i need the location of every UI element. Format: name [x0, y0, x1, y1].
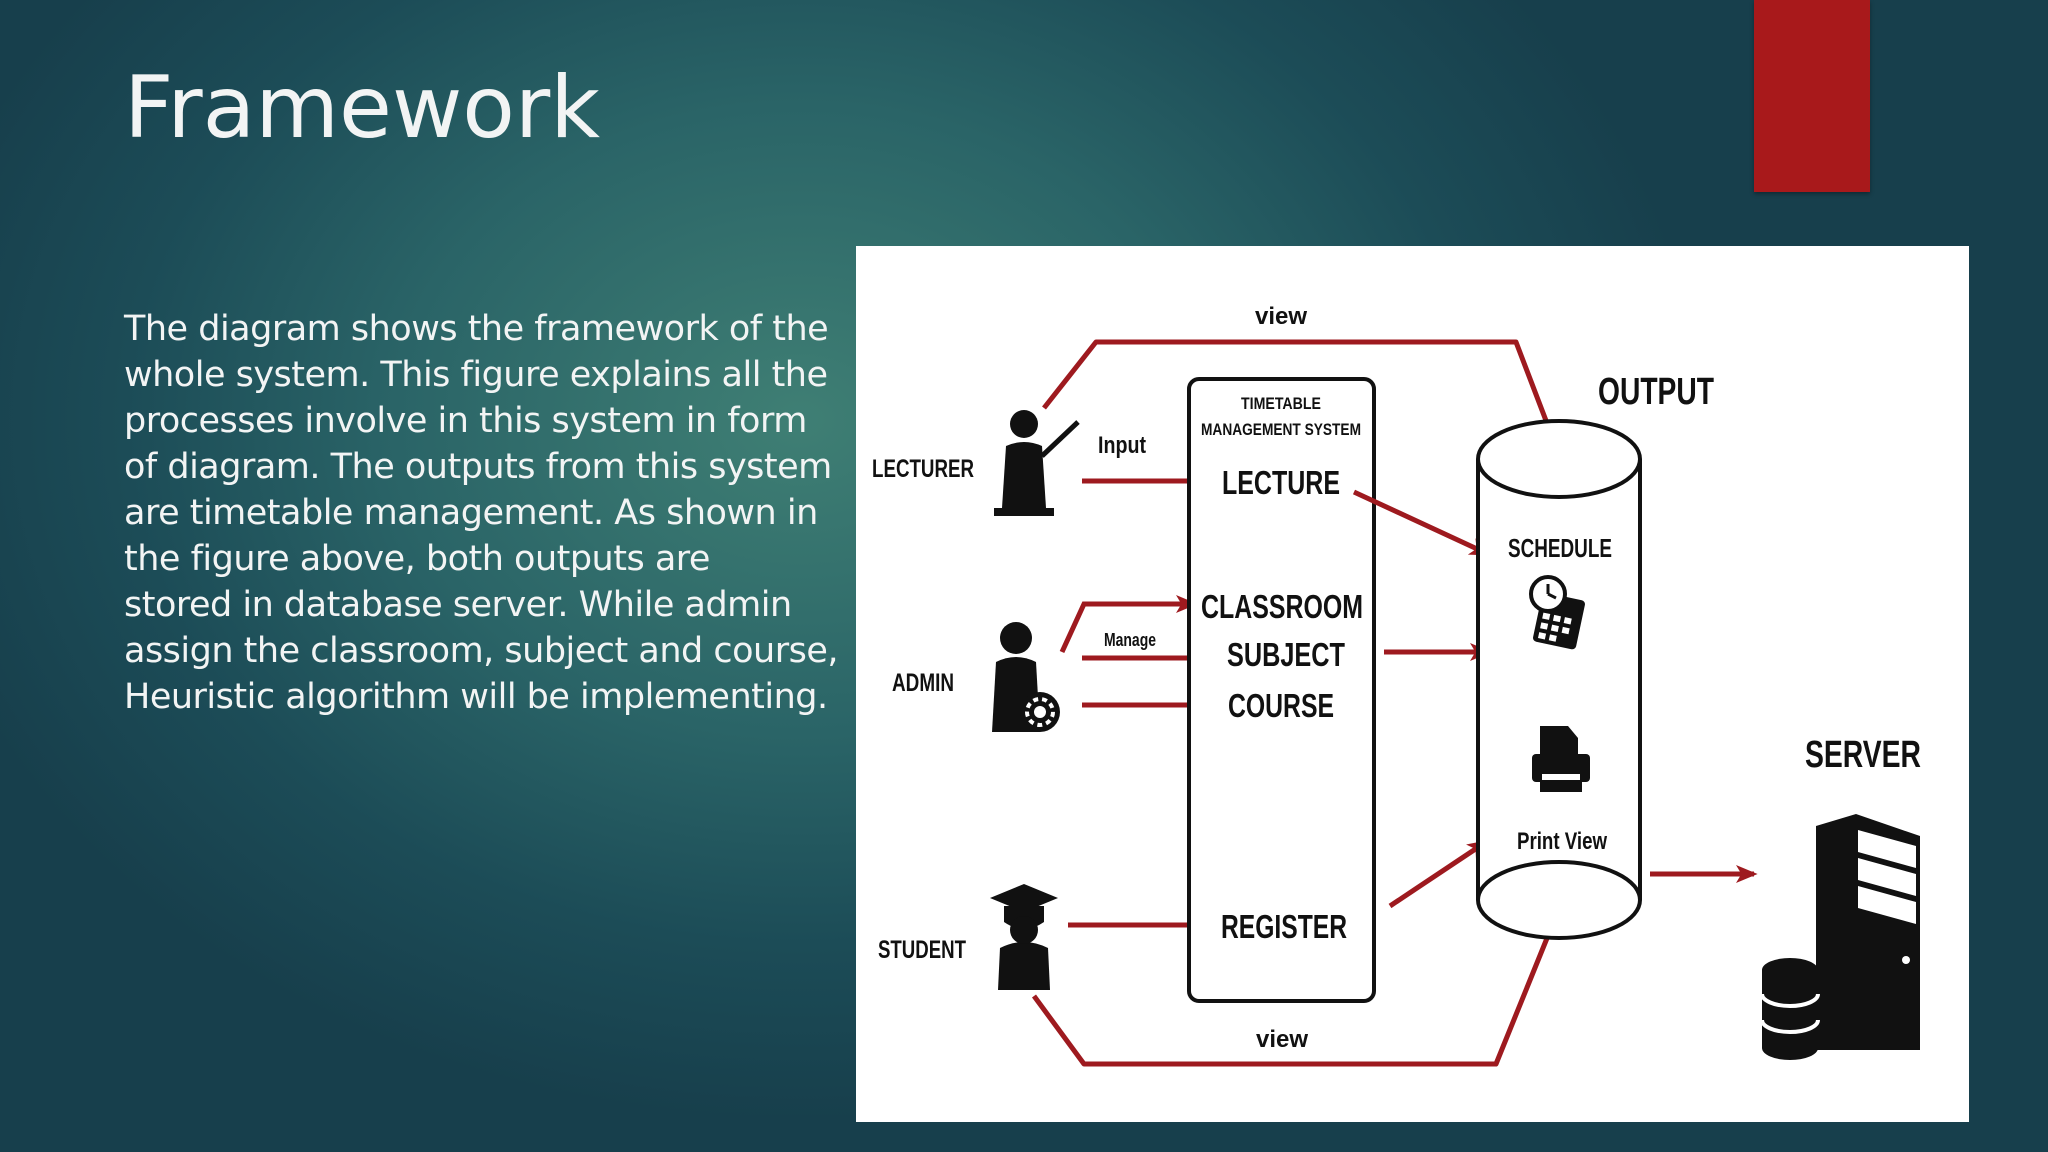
view-bottom-label: view	[1256, 1026, 1308, 1053]
actor-admin-label: ADMIN	[892, 669, 954, 697]
lecturer-icon	[994, 410, 1080, 516]
view-bottom-arrow	[1031, 912, 1559, 1067]
printer-icon	[1532, 726, 1590, 792]
module-classroom: CLASSROOM	[1201, 588, 1363, 625]
database-icon	[1760, 958, 1820, 1060]
body-line: of diagram. The outputs from this system	[124, 447, 832, 487]
body-line: stored in database server. While admin	[124, 585, 792, 625]
arrow-register-to-output	[1388, 839, 1489, 909]
system-box	[1187, 377, 1376, 1003]
arrow-admin-to-classroom	[1059, 595, 1198, 654]
view-top-label: view	[1255, 303, 1307, 330]
slide-title: Framework	[124, 58, 601, 158]
accent-bar	[1754, 0, 1870, 192]
manage-label: Manage	[1104, 630, 1156, 650]
body-paragraph: The diagram shows the framework of the w…	[124, 306, 844, 720]
input-label: Input	[1098, 432, 1146, 459]
body-line: the figure above, both outputs are	[124, 539, 710, 579]
print-view-label: Print View	[1517, 828, 1607, 855]
clock-calendar-icon	[1529, 575, 1585, 650]
server-icon	[1816, 814, 1920, 1050]
framework-diagram: view view LECTURER ADMIN STUDENT	[856, 246, 1969, 1122]
student-graduate-icon	[990, 884, 1058, 990]
system-title-line1: TIMETABLE	[1241, 394, 1321, 413]
body-line: processes involve in this system in form	[124, 401, 807, 441]
body-line: assign the classroom, subject and course…	[124, 631, 839, 671]
view-top-arrow	[1042, 339, 1577, 498]
schedule-label: SCHEDULE	[1508, 533, 1612, 563]
body-line: are timetable management. As shown in	[124, 493, 818, 533]
arrow-lecture-to-schedule	[1352, 489, 1492, 557]
admin-gear-icon	[992, 622, 1060, 732]
body-line: The diagram shows the framework of the	[124, 309, 829, 349]
module-register: REGISTER	[1221, 908, 1347, 945]
body-line: whole system. This figure explains all t…	[124, 355, 828, 395]
actor-student-label: STUDENT	[878, 936, 966, 964]
output-title: OUTPUT	[1598, 371, 1714, 413]
module-course: COURSE	[1228, 687, 1334, 724]
module-subject: SUBJECT	[1227, 636, 1345, 673]
output-cylinder	[1476, 419, 1642, 940]
system-title-line2: MANAGEMENT SYSTEM	[1201, 420, 1361, 439]
server-title: SERVER	[1805, 734, 1921, 776]
framework-diagram-svg: view view LECTURER ADMIN STUDENT	[872, 303, 1921, 1067]
actor-lecturer-label: LECTURER	[872, 455, 974, 483]
module-lecture: LECTURE	[1222, 464, 1340, 501]
body-line: Heuristic algorithm will be implementing…	[124, 677, 828, 717]
